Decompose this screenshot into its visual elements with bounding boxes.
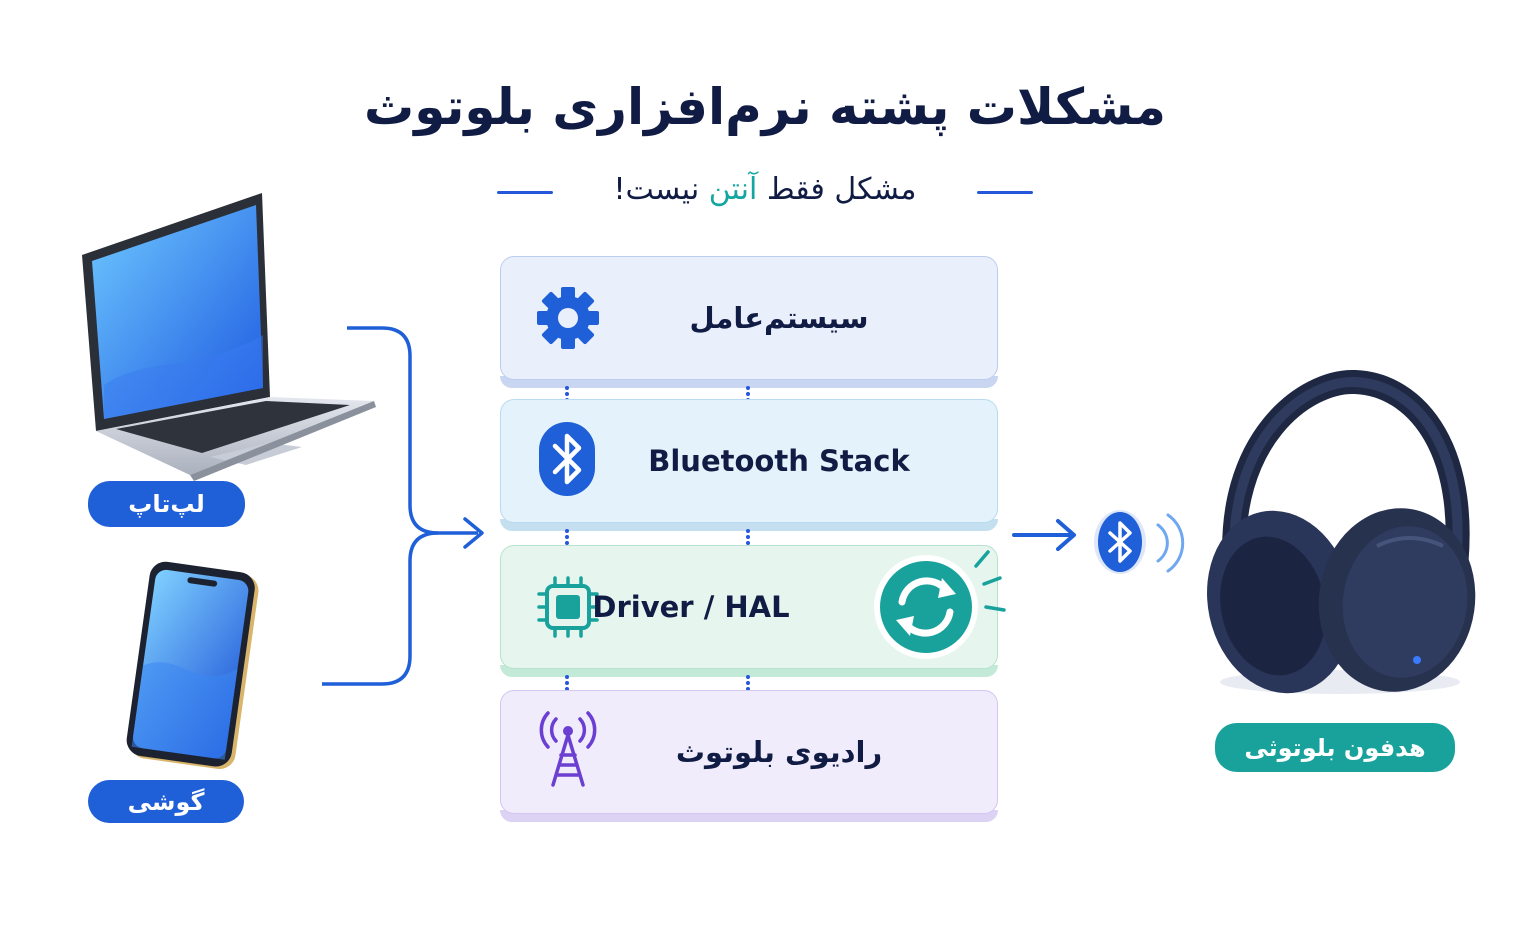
phone-icon <box>126 561 259 770</box>
laptop-label: لپ‌تاپ <box>88 481 245 527</box>
laptop-label-text: لپ‌تاپ <box>128 490 205 518</box>
connector-1a <box>565 386 573 402</box>
layer-os: سیستم‌عامل <box>500 256 998 388</box>
layer-bluetooth-stack: Bluetooth Stack <box>500 399 998 531</box>
phone-label: گوشی <box>88 780 244 823</box>
layer-bluetooth-radio-label: رادیوی بلوتوث <box>675 735 883 769</box>
connector-1b <box>746 386 754 402</box>
layer-driver-hal-label: Driver / HAL <box>592 590 790 624</box>
gear-icon <box>537 287 599 349</box>
bluetooth-signal <box>1012 510 1185 574</box>
layer-os-label: سیستم‌عامل <box>689 301 869 335</box>
subtitle-dash-right <box>977 191 1033 194</box>
subtitle-highlight: آنتن <box>708 172 758 207</box>
phone-label-text: گوشی <box>127 787 205 816</box>
connector-2a <box>565 529 573 545</box>
bluetooth-icon <box>539 422 595 496</box>
connector-3b <box>746 675 754 691</box>
layer-bluetooth-stack-label: Bluetooth Stack <box>648 444 910 478</box>
antenna-tower-icon <box>539 711 597 787</box>
subtitle-suffix: نیست! <box>613 172 709 207</box>
headphones-icon <box>1207 370 1476 694</box>
headphones-label-text: هدفون بلوتوثی <box>1244 733 1426 762</box>
connector-2b <box>746 529 754 545</box>
page-title: مشکلات پشته نرم‌افزاری بلوتوث <box>364 78 1166 136</box>
subtitle: مشکل فقط آنتن نیست! <box>560 172 970 207</box>
subtitle-row: مشکل فقط آنتن نیست! <box>0 172 1530 212</box>
connector-3a <box>565 675 573 691</box>
chip-icon <box>537 576 599 638</box>
devices-bracket <box>322 326 484 686</box>
refresh-icon <box>874 550 1006 659</box>
laptop-icon <box>82 193 376 481</box>
subtitle-prefix: مشکل فقط <box>757 172 917 207</box>
headphones-label: هدفون بلوتوثی <box>1215 723 1455 772</box>
subtitle-dash-left <box>497 191 553 194</box>
layer-bluetooth-radio: رادیوی بلوتوث <box>500 690 998 822</box>
